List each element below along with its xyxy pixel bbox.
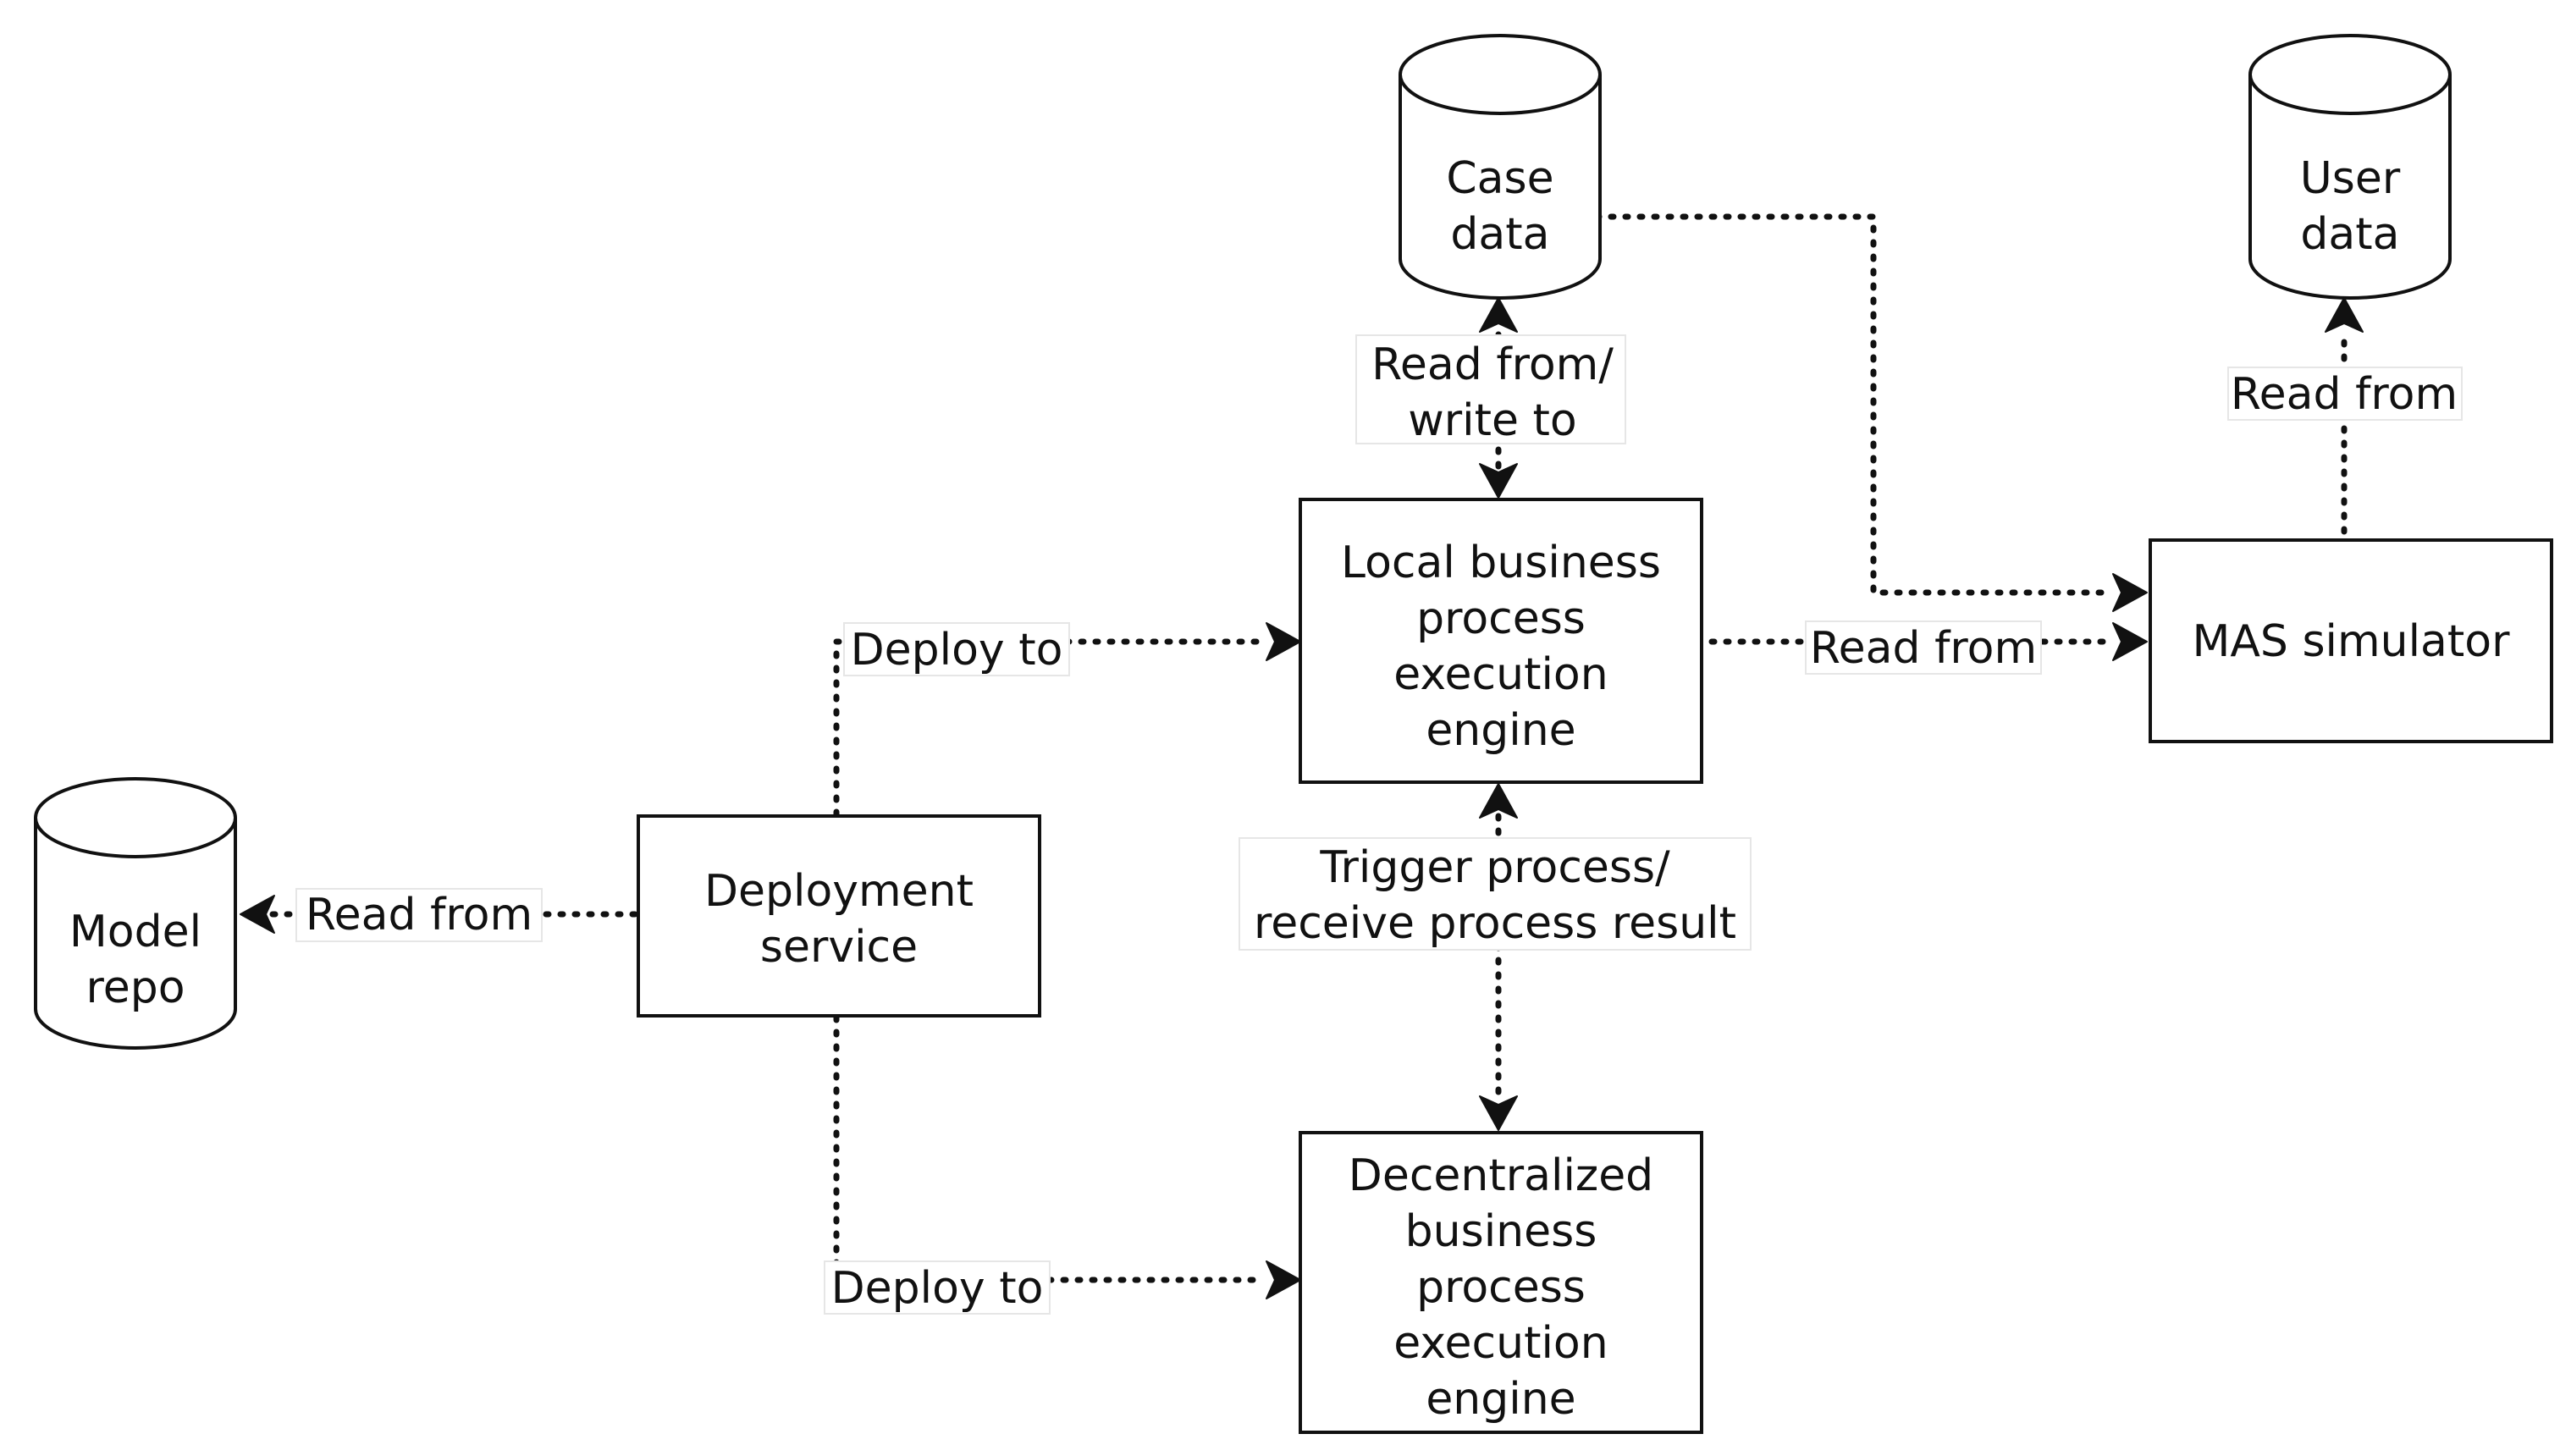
node-label-line: execution — [1393, 649, 1608, 700]
database-icon-rim — [34, 817, 237, 858]
database-icon-rim — [1399, 74, 1602, 115]
node-label-line: process — [1416, 593, 1586, 644]
node-label-line: data — [1450, 209, 1549, 260]
node-label-line: Deployment — [704, 866, 974, 917]
node-label-line: repo — [86, 962, 185, 1013]
node-label-line: Local business — [1341, 538, 1661, 588]
database-icon-rim — [2248, 74, 2452, 115]
node-label-line: Case — [1446, 153, 1553, 204]
edge-label-line: Read from/ — [1371, 339, 1614, 390]
edge-label-trigger-process: Trigger process/ receive process result — [1239, 837, 1752, 951]
node-deployment-service: Deployment service — [637, 814, 1041, 1018]
node-label-line: Decentralized — [1349, 1150, 1653, 1201]
node-case-data: Case data — [1399, 34, 1602, 300]
node-label-line: MAS simulator — [2192, 616, 2510, 667]
arrowhead-into-decentralized-engine-top — [1479, 1095, 1518, 1131]
edge-label-line: Read from — [306, 890, 532, 940]
edge-label-read-write-case-data: Read from/ write to — [1355, 334, 1626, 446]
node-model-repo: Model repo — [34, 777, 237, 1050]
arrowhead-into-decentralized-engine-left — [1266, 1260, 1301, 1299]
arrowhead-into-case-data — [1479, 297, 1518, 333]
edge-label-line: Trigger process/ — [1319, 842, 1670, 893]
node-mas-simulator: MAS simulator — [2149, 538, 2553, 743]
node-label-line: execution — [1393, 1318, 1608, 1369]
edge-label-read-from-model-repo: Read from — [295, 888, 543, 942]
node-label-line: engine — [1426, 705, 1575, 756]
arrowhead-into-local-engine-left — [1266, 622, 1301, 661]
edge-label-line: Read from — [1810, 623, 2037, 674]
node-label-line: User — [2300, 153, 2401, 204]
arrowhead-into-model-repo — [240, 895, 275, 934]
node-user-data: User data — [2248, 34, 2452, 300]
node-label-line: Model — [69, 907, 201, 957]
arrowhead-into-local-engine-bottom — [1479, 783, 1518, 819]
edge-deployment-to-local-engine — [833, 638, 1268, 818]
edge-label-line: Deploy to — [851, 625, 1063, 676]
node-label-line: data — [2300, 209, 2399, 260]
arrowhead-into-user-data — [2325, 297, 2364, 333]
node-label-line: business — [1405, 1206, 1597, 1257]
edge-label-line: receive process result — [1254, 898, 1736, 949]
edge-deployment-to-decentralized-engine — [833, 1014, 1268, 1283]
node-label-line: process — [1416, 1262, 1586, 1313]
arrowhead-into-mas-simulator-upper — [2112, 573, 2148, 612]
arrowhead-into-mas-simulator-lower — [2112, 622, 2148, 661]
node-label-line: service — [760, 922, 918, 973]
edge-label-line: write to — [1408, 395, 1576, 446]
node-label-line: engine — [1426, 1374, 1575, 1425]
edge-label-read-from-local-engine: Read from — [1805, 620, 2042, 675]
node-decentralized-engine: Decentralized business process execution… — [1299, 1131, 1703, 1434]
edge-case-data-to-mas-simulator — [1593, 213, 2115, 596]
node-local-engine: Local business process execution engine — [1299, 498, 1703, 784]
edge-label-deploy-to-local-engine: Deploy to — [843, 622, 1070, 676]
edge-label-line: Deploy to — [831, 1263, 1044, 1314]
edge-label-read-from-user-data: Read from — [2227, 367, 2463, 421]
edge-label-line: Read from — [2231, 369, 2458, 420]
arrowhead-into-local-engine-top — [1479, 463, 1518, 499]
edge-label-deploy-to-decentralized-engine: Deploy to — [824, 1260, 1051, 1315]
